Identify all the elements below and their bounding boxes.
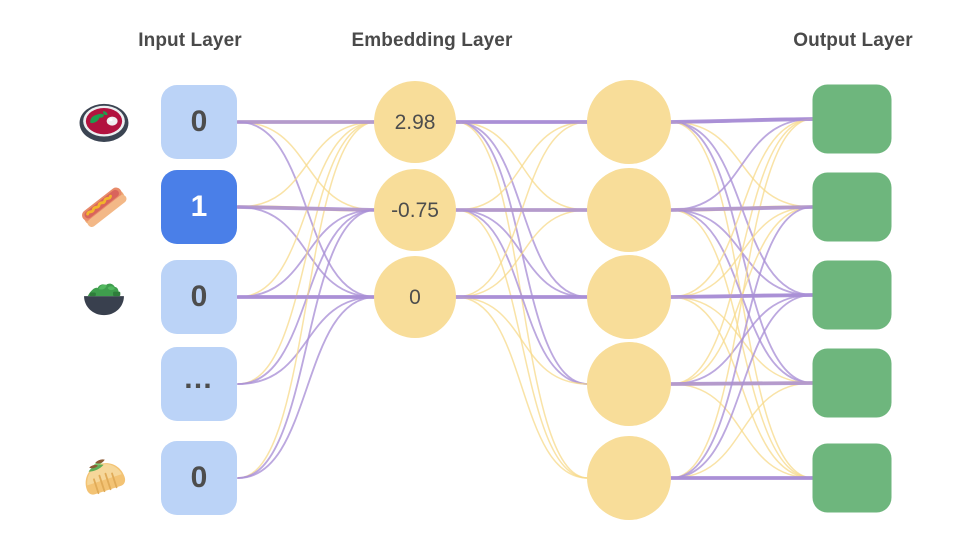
embedding-node-0[interactable]: 2.98 [374, 81, 456, 163]
embedding-node-1[interactable]: -0.75 [374, 169, 456, 251]
hidden-node-0[interactable] [587, 80, 671, 164]
hidden-node-3[interactable] [587, 342, 671, 426]
salad-bowl-icon [73, 266, 135, 328]
input-box-2[interactable]: 0 [161, 260, 237, 334]
taco-icon [73, 447, 135, 509]
beet-soup-bowl-icon [73, 91, 135, 153]
output-box-2[interactable] [812, 260, 892, 330]
input-box-1[interactable]: 1 [161, 170, 237, 244]
input-box-4[interactable]: 0 [161, 441, 237, 515]
hidden-node-1[interactable] [587, 168, 671, 252]
output-box-4[interactable] [812, 443, 892, 513]
hot-dog-icon [73, 176, 135, 238]
layer-title-output: Output Layer [793, 30, 913, 51]
hidden-node-4[interactable] [587, 436, 671, 520]
input-box-0[interactable]: 0 [161, 85, 237, 159]
output-box-0[interactable] [812, 84, 892, 154]
input-box-ellipsis[interactable]: … [161, 347, 237, 421]
layer-title-embedding: Embedding Layer [351, 30, 513, 51]
output-box-1[interactable] [812, 172, 892, 242]
output-box-3[interactable] [812, 348, 892, 418]
hidden-node-2[interactable] [587, 255, 671, 339]
layer-title-input: Input Layer [138, 30, 242, 51]
embedding-node-2[interactable]: 0 [374, 256, 456, 338]
